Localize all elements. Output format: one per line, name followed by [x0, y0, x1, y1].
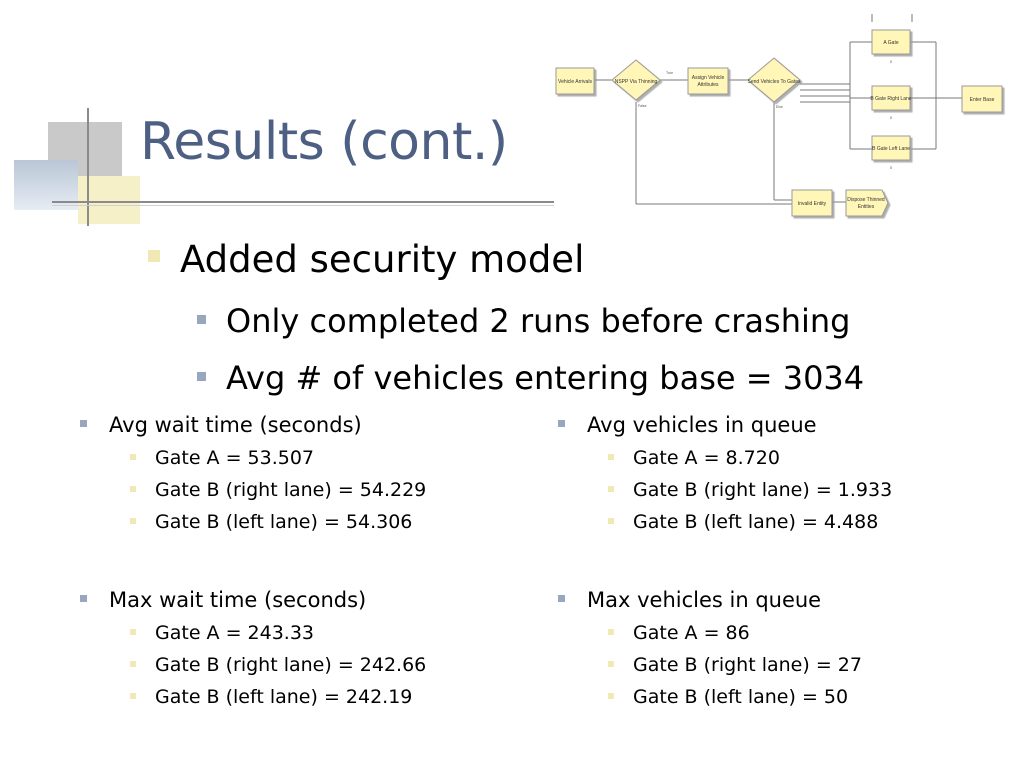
bullet-square-icon [80, 595, 87, 602]
title-underline [52, 201, 554, 203]
enter-base-module: Enter Base [961, 85, 1003, 113]
list-item: Gate A = 243.33 [130, 622, 426, 644]
slide-title: Results (cont.) [140, 112, 508, 172]
process-flowchart: Vehicle Arrivals NSPP Via Thinning True … [555, 14, 1003, 217]
item-text: Gate A = 243.33 [155, 622, 315, 644]
item-text: Gate B (right lane) = 27 [633, 654, 862, 676]
item-text: Gate B (left lane) = 50 [633, 686, 849, 708]
bullet-square-icon [130, 693, 136, 699]
nspp-decision-module: NSPP Via Thinning True False [611, 59, 673, 108]
svg-text:A Gate: A Gate [883, 40, 899, 46]
item-text: Gate A = 8.720 [633, 447, 780, 469]
item-text: Gate A = 86 [633, 622, 750, 644]
list-item: Gate B (left lane) = 50 [608, 686, 862, 708]
list-item: Gate B (left lane) = 4.488 [608, 511, 892, 533]
bullet-square-icon [130, 518, 136, 524]
item-text: Gate B (left lane) = 54.306 [155, 511, 413, 533]
svg-text:B Gate Left Lane: B Gate Left Lane [872, 146, 910, 152]
list-item: Gate B (right lane) = 1.933 [608, 479, 892, 501]
list-item: Gate B (right lane) = 54.229 [130, 479, 426, 501]
avg-wait-group: Avg wait time (seconds) Gate A = 53.507 … [80, 413, 426, 533]
list-item: Gate A = 86 [608, 622, 862, 644]
svg-text:NSPP Via Thinning: NSPP Via Thinning [615, 79, 658, 85]
bullet-text: Avg # of vehicles entering base = 3034 [226, 359, 865, 397]
bullet-square-icon [608, 518, 614, 524]
avg-queue-group: Avg vehicles in queue Gate A = 8.720 Gat… [558, 413, 892, 533]
bullet-square-icon [130, 486, 136, 492]
bullet-square-icon [608, 629, 614, 635]
list-item: Gate B (right lane) = 27 [608, 654, 862, 676]
item-text: Gate B (right lane) = 1.933 [633, 479, 893, 501]
svg-text:Dispose Thinned: Dispose Thinned [847, 197, 885, 203]
list-item: Gate B (right lane) = 242.66 [130, 654, 426, 676]
item-text: Gate B (right lane) = 242.66 [155, 654, 427, 676]
list-item: Gate B (left lane) = 54.306 [130, 511, 426, 533]
bullet-text: Only completed 2 runs before crashing [226, 302, 851, 340]
bullet-square-icon [130, 629, 136, 635]
svg-text:Entities: Entities [858, 204, 875, 210]
svg-text:Else: Else [776, 105, 783, 109]
bullet-square-icon [197, 372, 206, 381]
bullet-square-icon [130, 661, 136, 667]
send-decision-module: Send Vehicles To Gates Else [747, 57, 801, 109]
max-wait-group: Max wait time (seconds) Gate A = 243.33 … [80, 588, 426, 708]
bullet-vehicles-entering: Avg # of vehicles entering base = 3034 [197, 359, 864, 397]
svg-text:Send Vehicles To Gates: Send Vehicles To Gates [748, 79, 801, 85]
dispose-module: Dispose Thinned Entities [845, 189, 889, 217]
bullet-square-icon [608, 661, 614, 667]
svg-text:True: True [666, 71, 673, 75]
max-wait-heading: Max wait time (seconds) [80, 588, 426, 612]
max-queue-group: Max vehicles in queue Gate A = 86 Gate B… [558, 588, 862, 708]
list-item: Gate B (left lane) = 242.19 [130, 686, 426, 708]
bullet-text: Added security model [180, 238, 585, 281]
bullet-square-icon [558, 595, 565, 602]
avg-wait-heading: Avg wait time (seconds) [80, 413, 426, 437]
heading-text: Avg wait time (seconds) [109, 413, 362, 437]
svg-text:0: 0 [890, 115, 893, 120]
avg-queue-heading: Avg vehicles in queue [558, 413, 892, 437]
bullet-square-icon [608, 693, 614, 699]
bullet-square-icon [130, 454, 136, 460]
item-text: Gate B (left lane) = 242.19 [155, 686, 413, 708]
bullet-security-model: Added security model [148, 238, 584, 281]
gate-b-left-module: B Gate Left Lane 0 [871, 135, 911, 170]
decor-vertical-line [87, 108, 89, 226]
gate-a-module: A Gate 0 [871, 29, 911, 64]
bullet-square-icon [148, 250, 160, 262]
svg-text:False: False [638, 104, 647, 108]
bullet-square-icon [558, 420, 565, 427]
heading-text: Max wait time (seconds) [109, 588, 367, 612]
bullet-square-icon [608, 454, 614, 460]
svg-text:0: 0 [890, 59, 893, 64]
item-text: Gate B (right lane) = 54.229 [155, 479, 427, 501]
heading-text: Max vehicles in queue [587, 588, 822, 612]
svg-text:Attributes: Attributes [697, 82, 719, 88]
bullet-runs: Only completed 2 runs before crashing [197, 302, 850, 340]
vehicle-arrivals-module: Vehicle Arrivals [555, 67, 595, 95]
title-underline-shadow [52, 205, 554, 206]
svg-text:Enter Base: Enter Base [970, 97, 995, 103]
heading-text: Avg vehicles in queue [587, 413, 817, 437]
svg-text:Vehicle Arrivals: Vehicle Arrivals [558, 79, 592, 85]
invalid-entity-module: Invalid Entity [791, 189, 833, 217]
svg-text:B Gate Right Lane: B Gate Right Lane [870, 96, 911, 102]
assign-module: Assign Vehicle Attributes [687, 67, 729, 95]
item-text: Gate B (left lane) = 4.488 [633, 511, 879, 533]
item-text: Gate A = 53.507 [155, 447, 315, 469]
gate-b-right-module: B Gate Right Lane 0 [870, 85, 912, 120]
svg-text:Invalid Entity: Invalid Entity [798, 201, 827, 207]
max-queue-heading: Max vehicles in queue [558, 588, 862, 612]
bullet-square-icon [608, 486, 614, 492]
list-item: Gate A = 53.507 [130, 447, 426, 469]
svg-text:0: 0 [890, 165, 893, 170]
bullet-square-icon [80, 420, 87, 427]
bullet-square-icon [197, 315, 206, 324]
svg-text:Assign Vehicle: Assign Vehicle [692, 75, 725, 81]
list-item: Gate A = 8.720 [608, 447, 892, 469]
